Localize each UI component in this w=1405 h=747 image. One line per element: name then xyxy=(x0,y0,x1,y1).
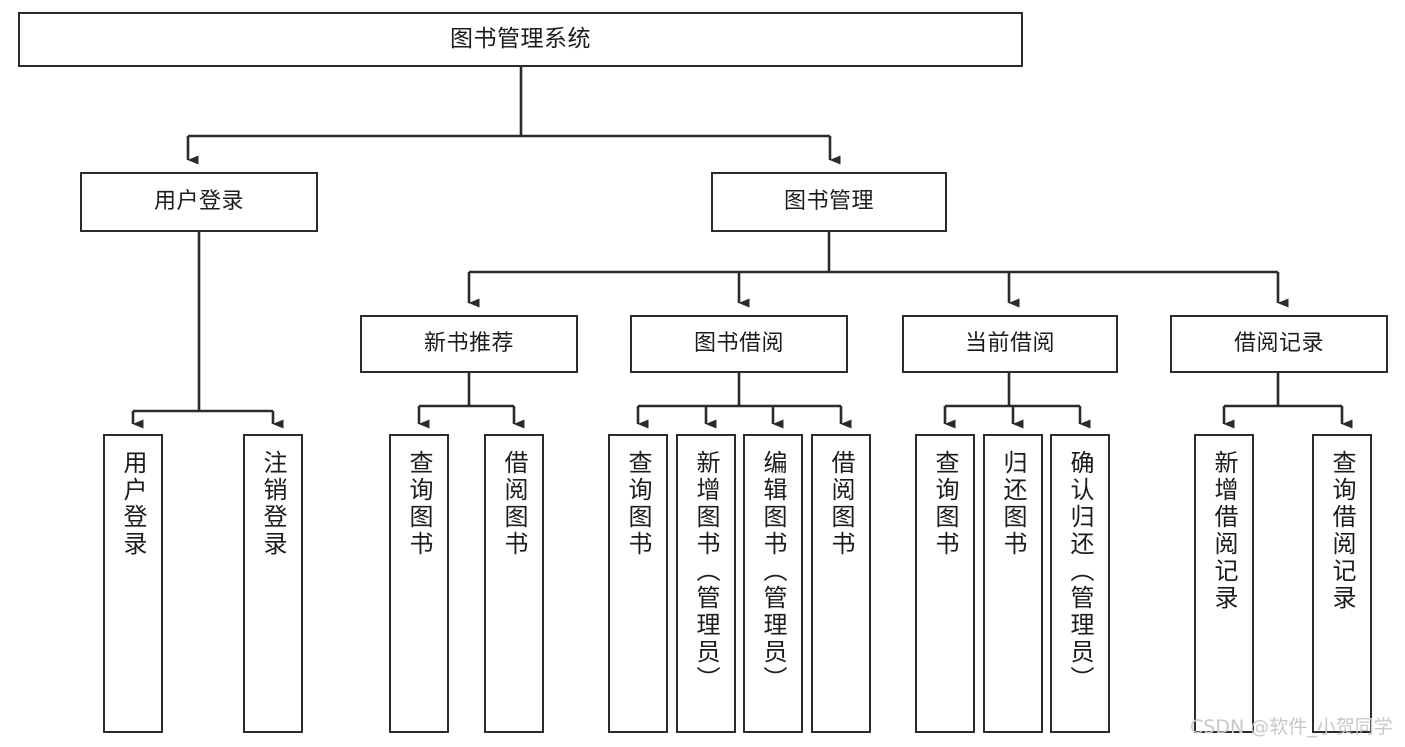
node-book-manage-label: 图书管理 xyxy=(783,189,874,215)
node-leaf-new-book-borrow[interactable]: 借阅图书 xyxy=(484,434,544,733)
csdn-watermark-text: CSDN @软件_小贺同学 xyxy=(1190,716,1393,738)
csdn-watermark: CSDN @软件_小贺同学 xyxy=(1190,712,1393,739)
node-leaf-current-borrow-query[interactable]: 查询图书 xyxy=(915,434,975,733)
node-leaf-book-borrow-borrow-label: 借阅图书 xyxy=(827,450,855,558)
node-leaf-book-borrow-borrow[interactable]: 借阅图书 xyxy=(811,434,871,733)
node-borrow-record-label: 借阅记录 xyxy=(1233,331,1324,357)
node-book-manage[interactable]: 图书管理 xyxy=(711,172,947,232)
node-leaf-borrow-record-query-label: 查询借阅记录 xyxy=(1328,450,1356,612)
node-leaf-user-login-logout-label: 注销登录 xyxy=(259,450,287,558)
node-user-login-label: 用户登录 xyxy=(153,189,244,215)
node-leaf-new-book-query-label: 查询图书 xyxy=(405,450,433,558)
node-root-system-label: 图书管理系统 xyxy=(450,25,591,52)
node-leaf-user-login-login[interactable]: 用户登录 xyxy=(103,434,163,733)
node-new-book-recommend-label: 新书推荐 xyxy=(423,331,514,357)
node-leaf-borrow-record-query[interactable]: 查询借阅记录 xyxy=(1312,434,1372,733)
node-user-login[interactable]: 用户登录 xyxy=(80,172,318,232)
node-leaf-new-book-borrow-label: 借阅图书 xyxy=(500,450,528,558)
node-leaf-book-borrow-add[interactable]: 新增图书（管理员） xyxy=(676,434,736,733)
node-book-borrow[interactable]: 图书借阅 xyxy=(630,315,848,373)
node-current-borrow[interactable]: 当前借阅 xyxy=(902,315,1118,373)
node-leaf-user-login-login-label: 用户登录 xyxy=(119,450,147,558)
node-leaf-new-book-query[interactable]: 查询图书 xyxy=(389,434,449,733)
node-leaf-book-borrow-query[interactable]: 查询图书 xyxy=(608,434,668,733)
node-leaf-current-borrow-return[interactable]: 归还图书 xyxy=(983,434,1043,733)
node-leaf-borrow-record-add-label: 新增借阅记录 xyxy=(1210,450,1238,612)
node-leaf-user-login-logout[interactable]: 注销登录 xyxy=(243,434,303,733)
node-borrow-record[interactable]: 借阅记录 xyxy=(1170,315,1388,373)
node-leaf-current-borrow-return-label: 归还图书 xyxy=(999,450,1027,558)
node-leaf-current-borrow-query-label: 查询图书 xyxy=(931,450,959,558)
node-new-book-recommend[interactable]: 新书推荐 xyxy=(360,315,578,373)
node-leaf-book-borrow-add-label: 新增图书（管理员） xyxy=(692,450,720,693)
node-root-system[interactable]: 图书管理系统 xyxy=(18,12,1023,67)
node-leaf-book-borrow-edit-label: 编辑图书（管理员） xyxy=(759,450,787,693)
node-leaf-current-borrow-confirm-label: 确认归还（管理员） xyxy=(1066,450,1094,693)
node-leaf-current-borrow-confirm[interactable]: 确认归还（管理员） xyxy=(1050,434,1110,733)
node-leaf-book-borrow-edit[interactable]: 编辑图书（管理员） xyxy=(743,434,803,733)
node-book-borrow-label: 图书借阅 xyxy=(693,331,784,357)
node-leaf-book-borrow-query-label: 查询图书 xyxy=(624,450,652,558)
node-current-borrow-label: 当前借阅 xyxy=(964,331,1055,357)
node-leaf-borrow-record-add[interactable]: 新增借阅记录 xyxy=(1194,434,1254,733)
